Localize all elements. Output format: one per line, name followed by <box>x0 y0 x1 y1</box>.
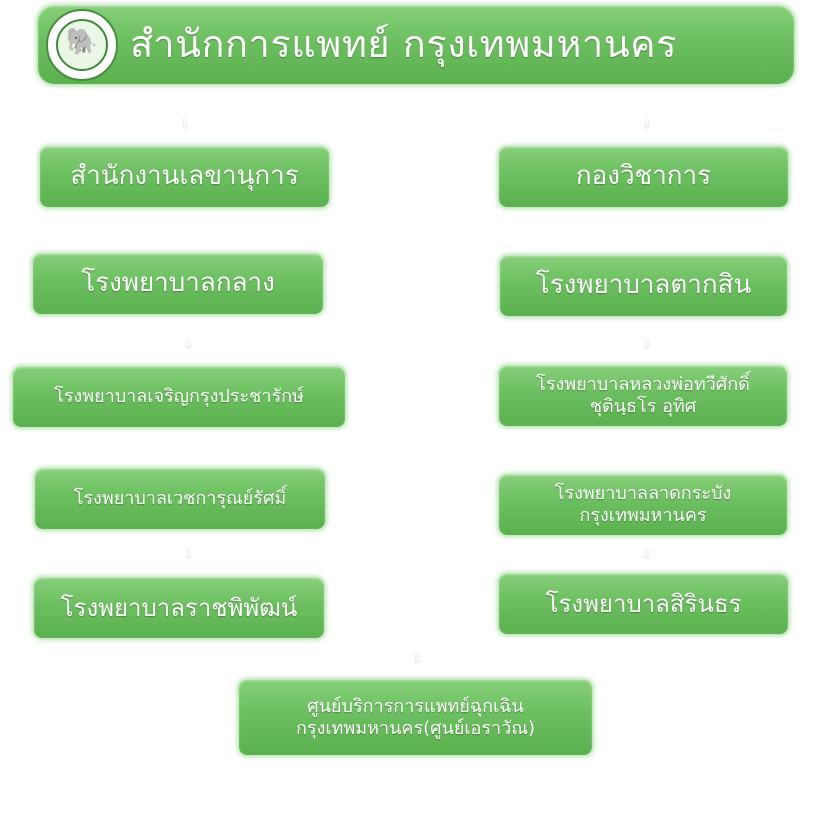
node-label: โรงพยาบาลเวชการุณย์รัศมิ์ <box>73 488 287 510</box>
node-erawan-center: ศูนย์บริการการแพทย์ฉุกเฉิน กรุงเทพมหานคร… <box>239 680 592 755</box>
node-secretary-office: สำนักงานเลขานุการ <box>40 147 329 207</box>
bangkok-seal-icon <box>46 9 118 81</box>
node-label: กองวิชาการ <box>575 161 712 192</box>
node-ratchaphiphat-hospital: โรงพยาบาลราชพิพัฒน์ <box>34 578 324 638</box>
node-label-line1: โรงพยาบาลลาดกระบัง <box>554 483 732 505</box>
node-sirindhorn-hospital: โรงพยาบาลสิรินธร <box>499 574 788 634</box>
node-label: โรงพยาบาลสิรินธร <box>545 589 742 618</box>
node-label-line1: ศูนย์บริการการแพทย์ฉุกเฉิน <box>307 695 524 717</box>
node-charoenkrung-hospital: โรงพยาบาลเจริญกรุงประชารักษ์ <box>13 367 345 427</box>
node-ladkrabang-hospital: โรงพยาบาลลาดกระบัง กรุงเทพมหานคร <box>499 475 787 535</box>
node-label: โรงพยาบาลราชพิพัฒน์ <box>60 593 298 622</box>
arrow-down-icon: ⇓ <box>179 117 191 133</box>
node-luangpho-taweesak-hospital: โรงพยาบาลหลวงพ่อทวีศักดิ์ ชุตินฺธโร อุทิ… <box>499 366 787 426</box>
node-label: สำนักงานเลขานุการ <box>70 161 299 192</box>
node-label-line1: โรงพยาบาลหลวงพ่อทวีศักดิ์ <box>536 374 750 396</box>
node-vejakarunrasmi-hospital: โรงพยาบาลเวชการุณย์รัศมิ์ <box>35 469 325 529</box>
arrow-down-icon: ⇓ <box>641 117 653 133</box>
node-taksin-hospital: โรงพยาบาลตากสิน <box>500 256 787 316</box>
node-label-line2: กรุงเทพมหานคร <box>579 505 707 526</box>
node-label: โรงพยาบาลเจริญกรุงประชารักษ์ <box>54 386 304 408</box>
arrow-down-icon: ⇓ <box>411 651 423 667</box>
node-label-line2: กรุงเทพมหานคร(ศูนย์เอราวัณ) <box>296 717 535 739</box>
arrow-down-icon: ⇓ <box>641 337 653 353</box>
arrow-down-icon: ⇓ <box>183 337 195 353</box>
node-label-line2: ชุตินฺธโร อุทิศ <box>589 396 697 417</box>
node-label: โรงพยาบาลตากสิน <box>535 270 752 301</box>
header-banner: สำนักการแพทย์ กรุงเทพมหานคร <box>38 6 794 84</box>
node-label: โรงพยาบาลกลาง <box>81 268 275 299</box>
node-academic-division: กองวิชาการ <box>499 147 788 207</box>
arrow-down-icon: ⇓ <box>641 547 653 563</box>
arrow-down-icon: ⇓ <box>183 547 195 563</box>
node-klang-hospital: โรงพยาบาลกลาง <box>33 254 323 314</box>
header-title: สำนักการแพทย์ กรุงเทพมหานคร <box>130 22 678 67</box>
